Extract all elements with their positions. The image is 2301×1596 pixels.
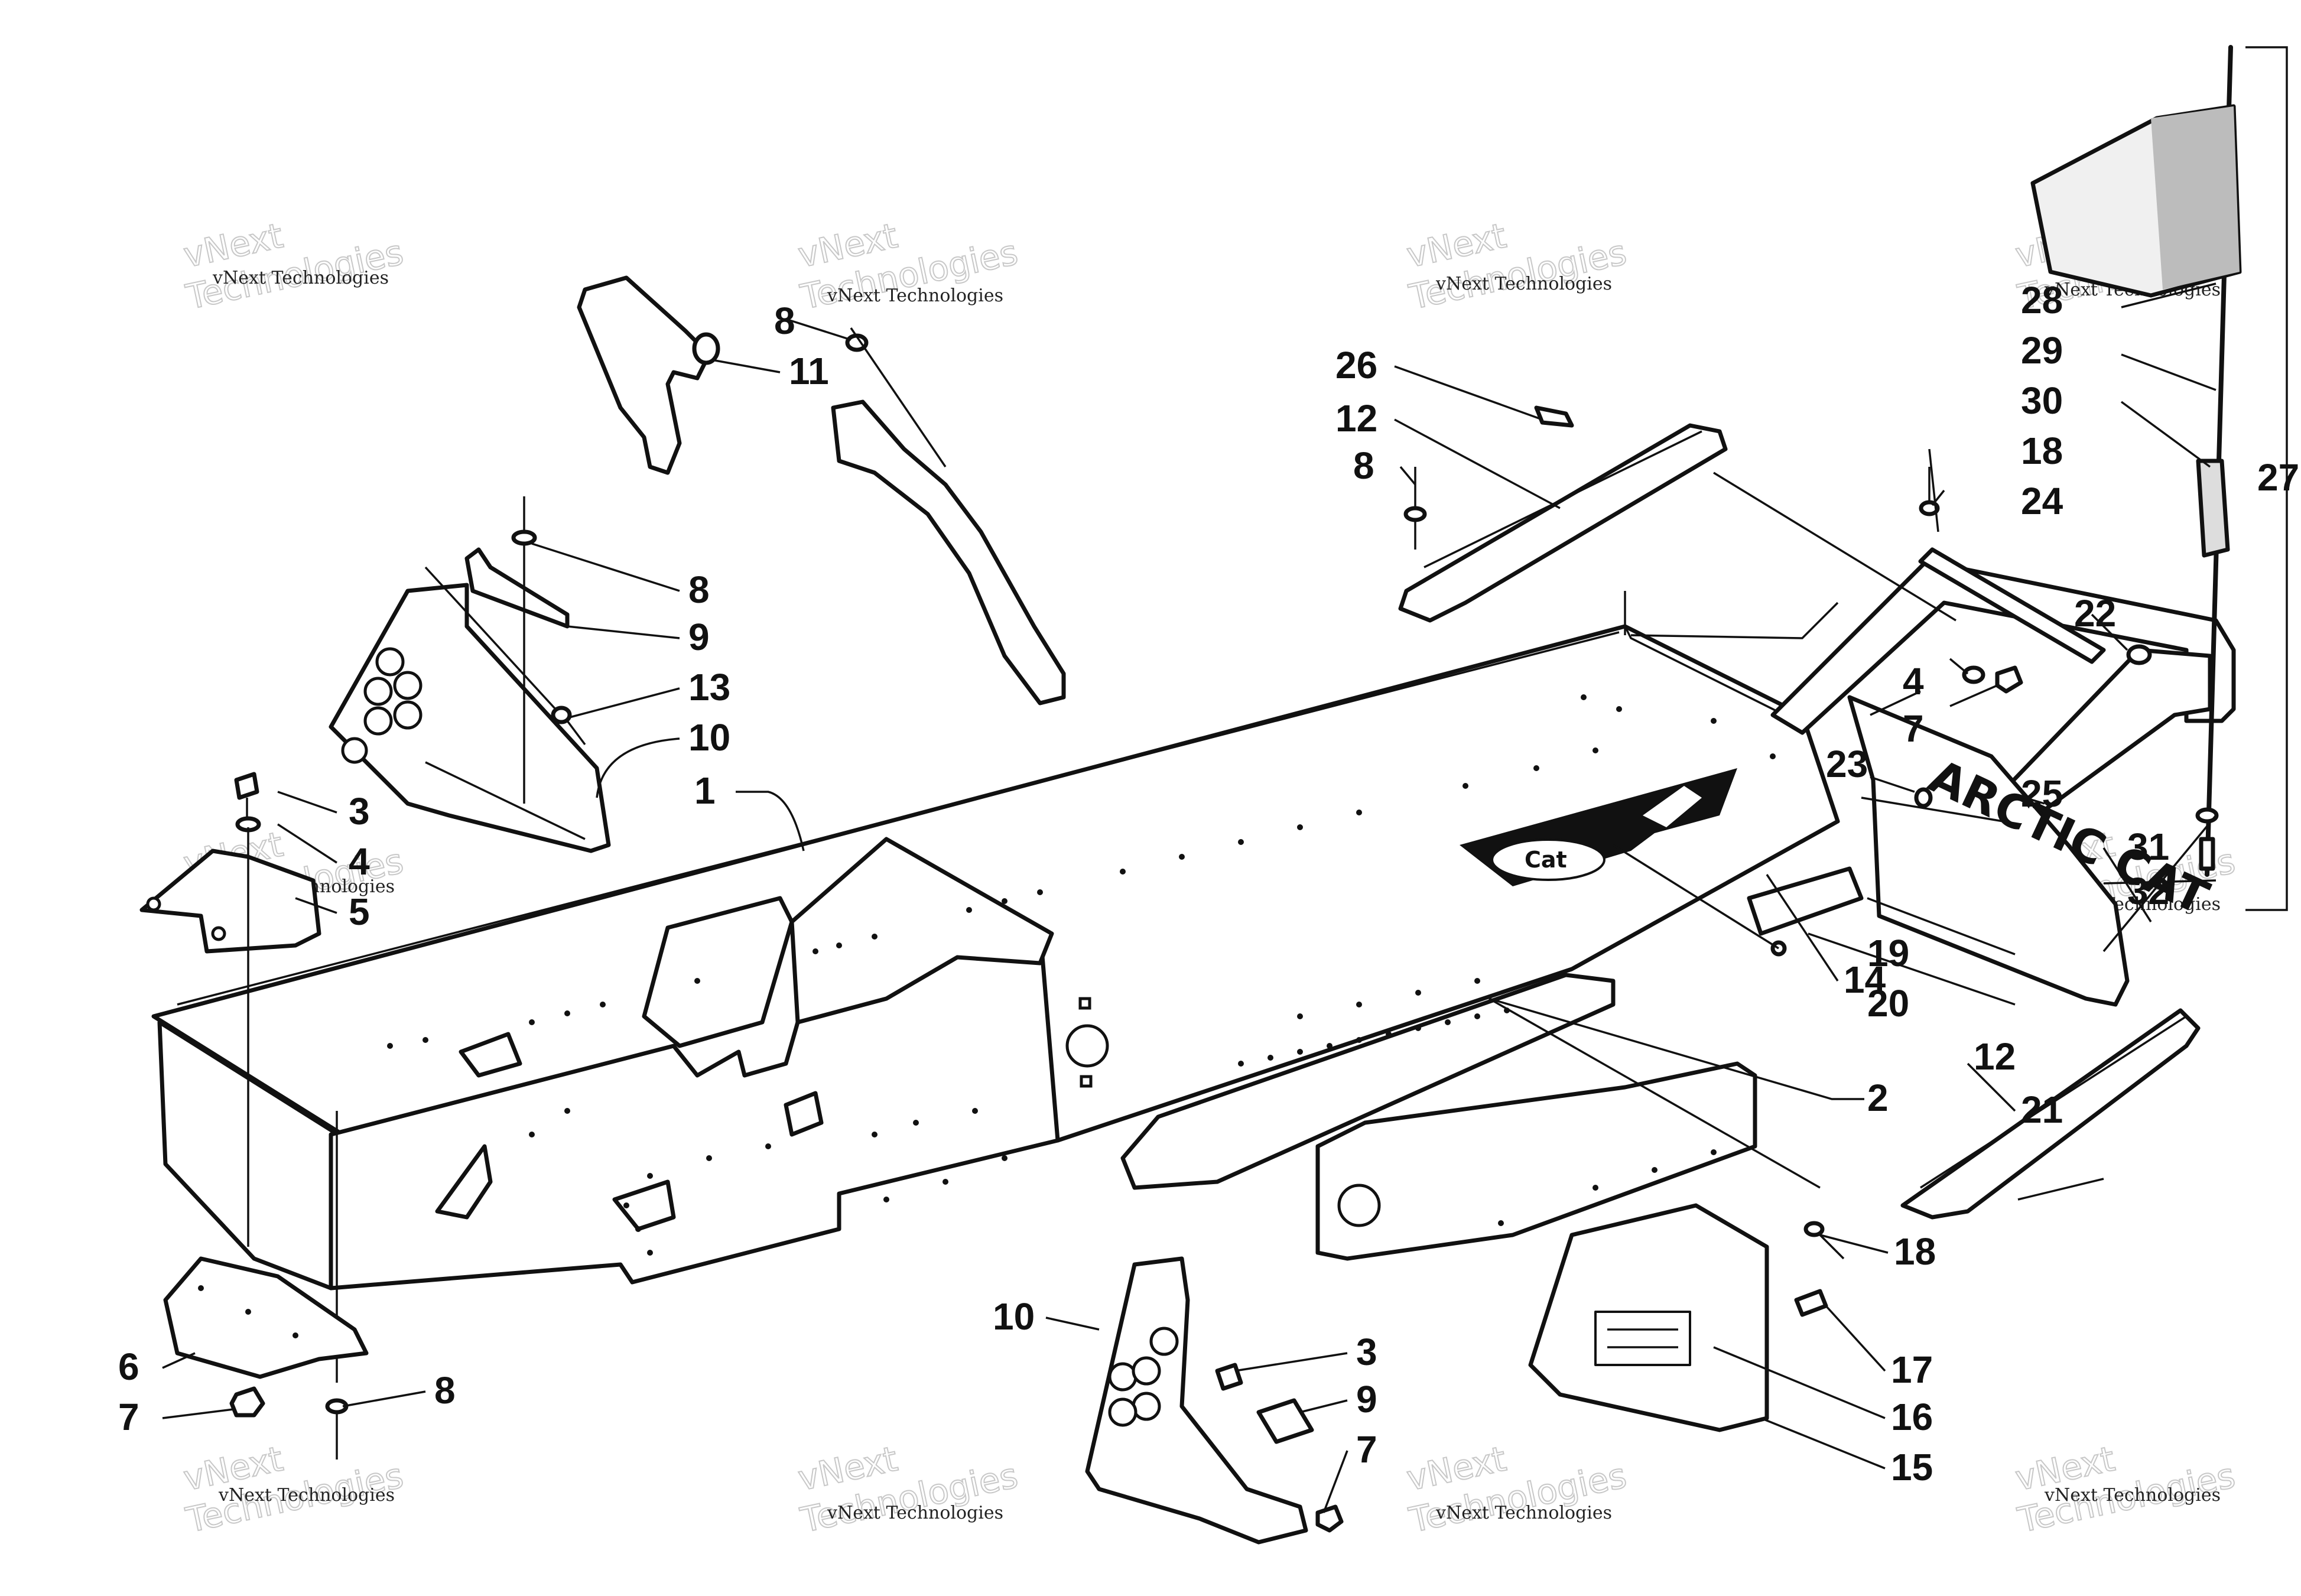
bolt-3 [234,772,261,833]
callout-5: 5 [349,890,370,933]
watermark: vNext Technologies vNext Technologies [794,214,1022,318]
front-foot-bracket [163,1256,369,1379]
callout-3: 3 [1356,1331,1377,1373]
callout-32: 32 [2127,870,2169,912]
callout-13: 13 [688,666,730,708]
heat-shield-15 [1528,1203,1769,1432]
callout-10: 10 [993,1295,1035,1338]
bracket-9-lower [1256,1398,1314,1444]
callout-27: 27 [2257,456,2299,499]
callout-8: 8 [688,568,710,611]
footrest-lower [1085,1256,1308,1545]
callout-4: 4 [349,840,370,883]
callout-12: 12 [1974,1035,2016,1078]
callout-labels: 1 2 3 3 4 4 5 6 7 7 7 8 8 8 8 9 9 10 10 … [118,279,2299,1488]
callout-17: 17 [1891,1348,1933,1391]
callout-1: 1 [694,769,716,812]
watermark: vNext Technologies vNext Technologies [2011,1438,2239,1541]
svg-text:vNext Technologies: vNext Technologies [218,1485,395,1506]
washer-4-rear [1962,665,1985,684]
callout-18: 18 [1894,1230,1936,1273]
callout-4: 4 [1903,660,1924,703]
rivet-13 [424,566,586,746]
svg-text:vNext Technologies: vNext Technologies [212,268,389,288]
rear-bracket [1315,1061,1757,1261]
callout-21: 21 [2021,1088,2063,1131]
screw-17 [1794,1289,1828,1317]
rail-12-upper [1398,423,1728,623]
callout-7: 7 [118,1396,139,1438]
leader-lines [162,282,2217,1513]
watermark: vNext Technologies vNext Technologies [1403,1438,1630,1541]
callout-6: 6 [118,1345,139,1388]
rivet-8 [325,1398,349,1460]
callout-31: 31 [2127,825,2169,868]
callout-29: 29 [2021,329,2063,372]
callout-12: 12 [1335,397,1377,440]
watermark: vNext Technologies vNext Technologies [180,214,407,318]
callout-9: 9 [688,616,710,658]
callout-7: 7 [1903,707,1924,750]
callout-11: 11 [789,350,829,392]
callout-8: 8 [1353,444,1374,487]
rivet-18-lower [1803,1221,1845,1260]
svg-text:vNext Technologies: vNext Technologies [827,285,1003,306]
tunnel-decal: Cat [1460,768,1737,886]
svg-text:vNext Technologies: vNext Technologies [827,1503,1003,1523]
bolt-3-lower [1215,1363,1243,1391]
rivet-8-rail [1403,467,1427,550]
callout-14: 14 [1844,958,1886,1001]
bracket-24 [1918,547,2106,664]
footrest-upper [329,583,611,853]
watermark: vNext Technologies vNext Technologies [794,1438,1022,1541]
callout-22: 22 [2074,592,2116,635]
callout-2: 2 [1867,1077,1889,1119]
reflector-19 [1747,866,1864,936]
callout-10: 10 [688,716,730,759]
svg-text:vNext Technologies: vNext Technologies [1435,274,1612,294]
front-mount-bracket [139,849,321,954]
watermark: vNext Technologies vNext Technologies [180,1438,407,1541]
callout-20: 20 [1867,982,1909,1025]
callout-8: 8 [434,1369,456,1412]
svg-text:vNext Technologies: vNext Technologies [1435,1503,1612,1523]
callout-9: 9 [1356,1378,1377,1421]
watermark: vNext Technologies vNext Technologies [1403,214,1630,318]
callout-3: 3 [349,790,370,833]
bolt-22 [2126,644,2152,665]
svg-text:vNext Technologies: vNext Technologies [2044,1485,2221,1506]
callout-8: 8 [774,300,795,342]
bracket-9-upper [464,547,570,629]
callout-25: 25 [2021,772,2063,815]
callout-30: 30 [2021,379,2063,422]
callout-28: 28 [2021,279,2063,321]
callout-15: 15 [1891,1446,1933,1488]
callout-26: 26 [1335,344,1377,386]
tunnel-chassis: Cat [151,624,1840,1291]
nut-7 [229,1386,265,1418]
bolt-26 [1534,405,1574,428]
callout-19: 19 [1867,932,1909,974]
svg-text:Cat: Cat [1525,847,1567,873]
callout-23: 23 [1826,743,1868,785]
nut-7-lower [1315,1504,1344,1533]
callout-7: 7 [1356,1428,1377,1471]
rail-12-lower [1900,1008,2201,1220]
nut-7-rear [1995,665,2023,694]
safety-flag [2030,45,2288,911]
bolt-23 [1914,787,1933,808]
rivet-8-top [845,327,947,467]
callout-24: 24 [2021,480,2063,522]
callout-16: 16 [1891,1396,1933,1438]
callout-18: 18 [2021,430,2063,472]
handle-bar-11 [577,275,1066,706]
